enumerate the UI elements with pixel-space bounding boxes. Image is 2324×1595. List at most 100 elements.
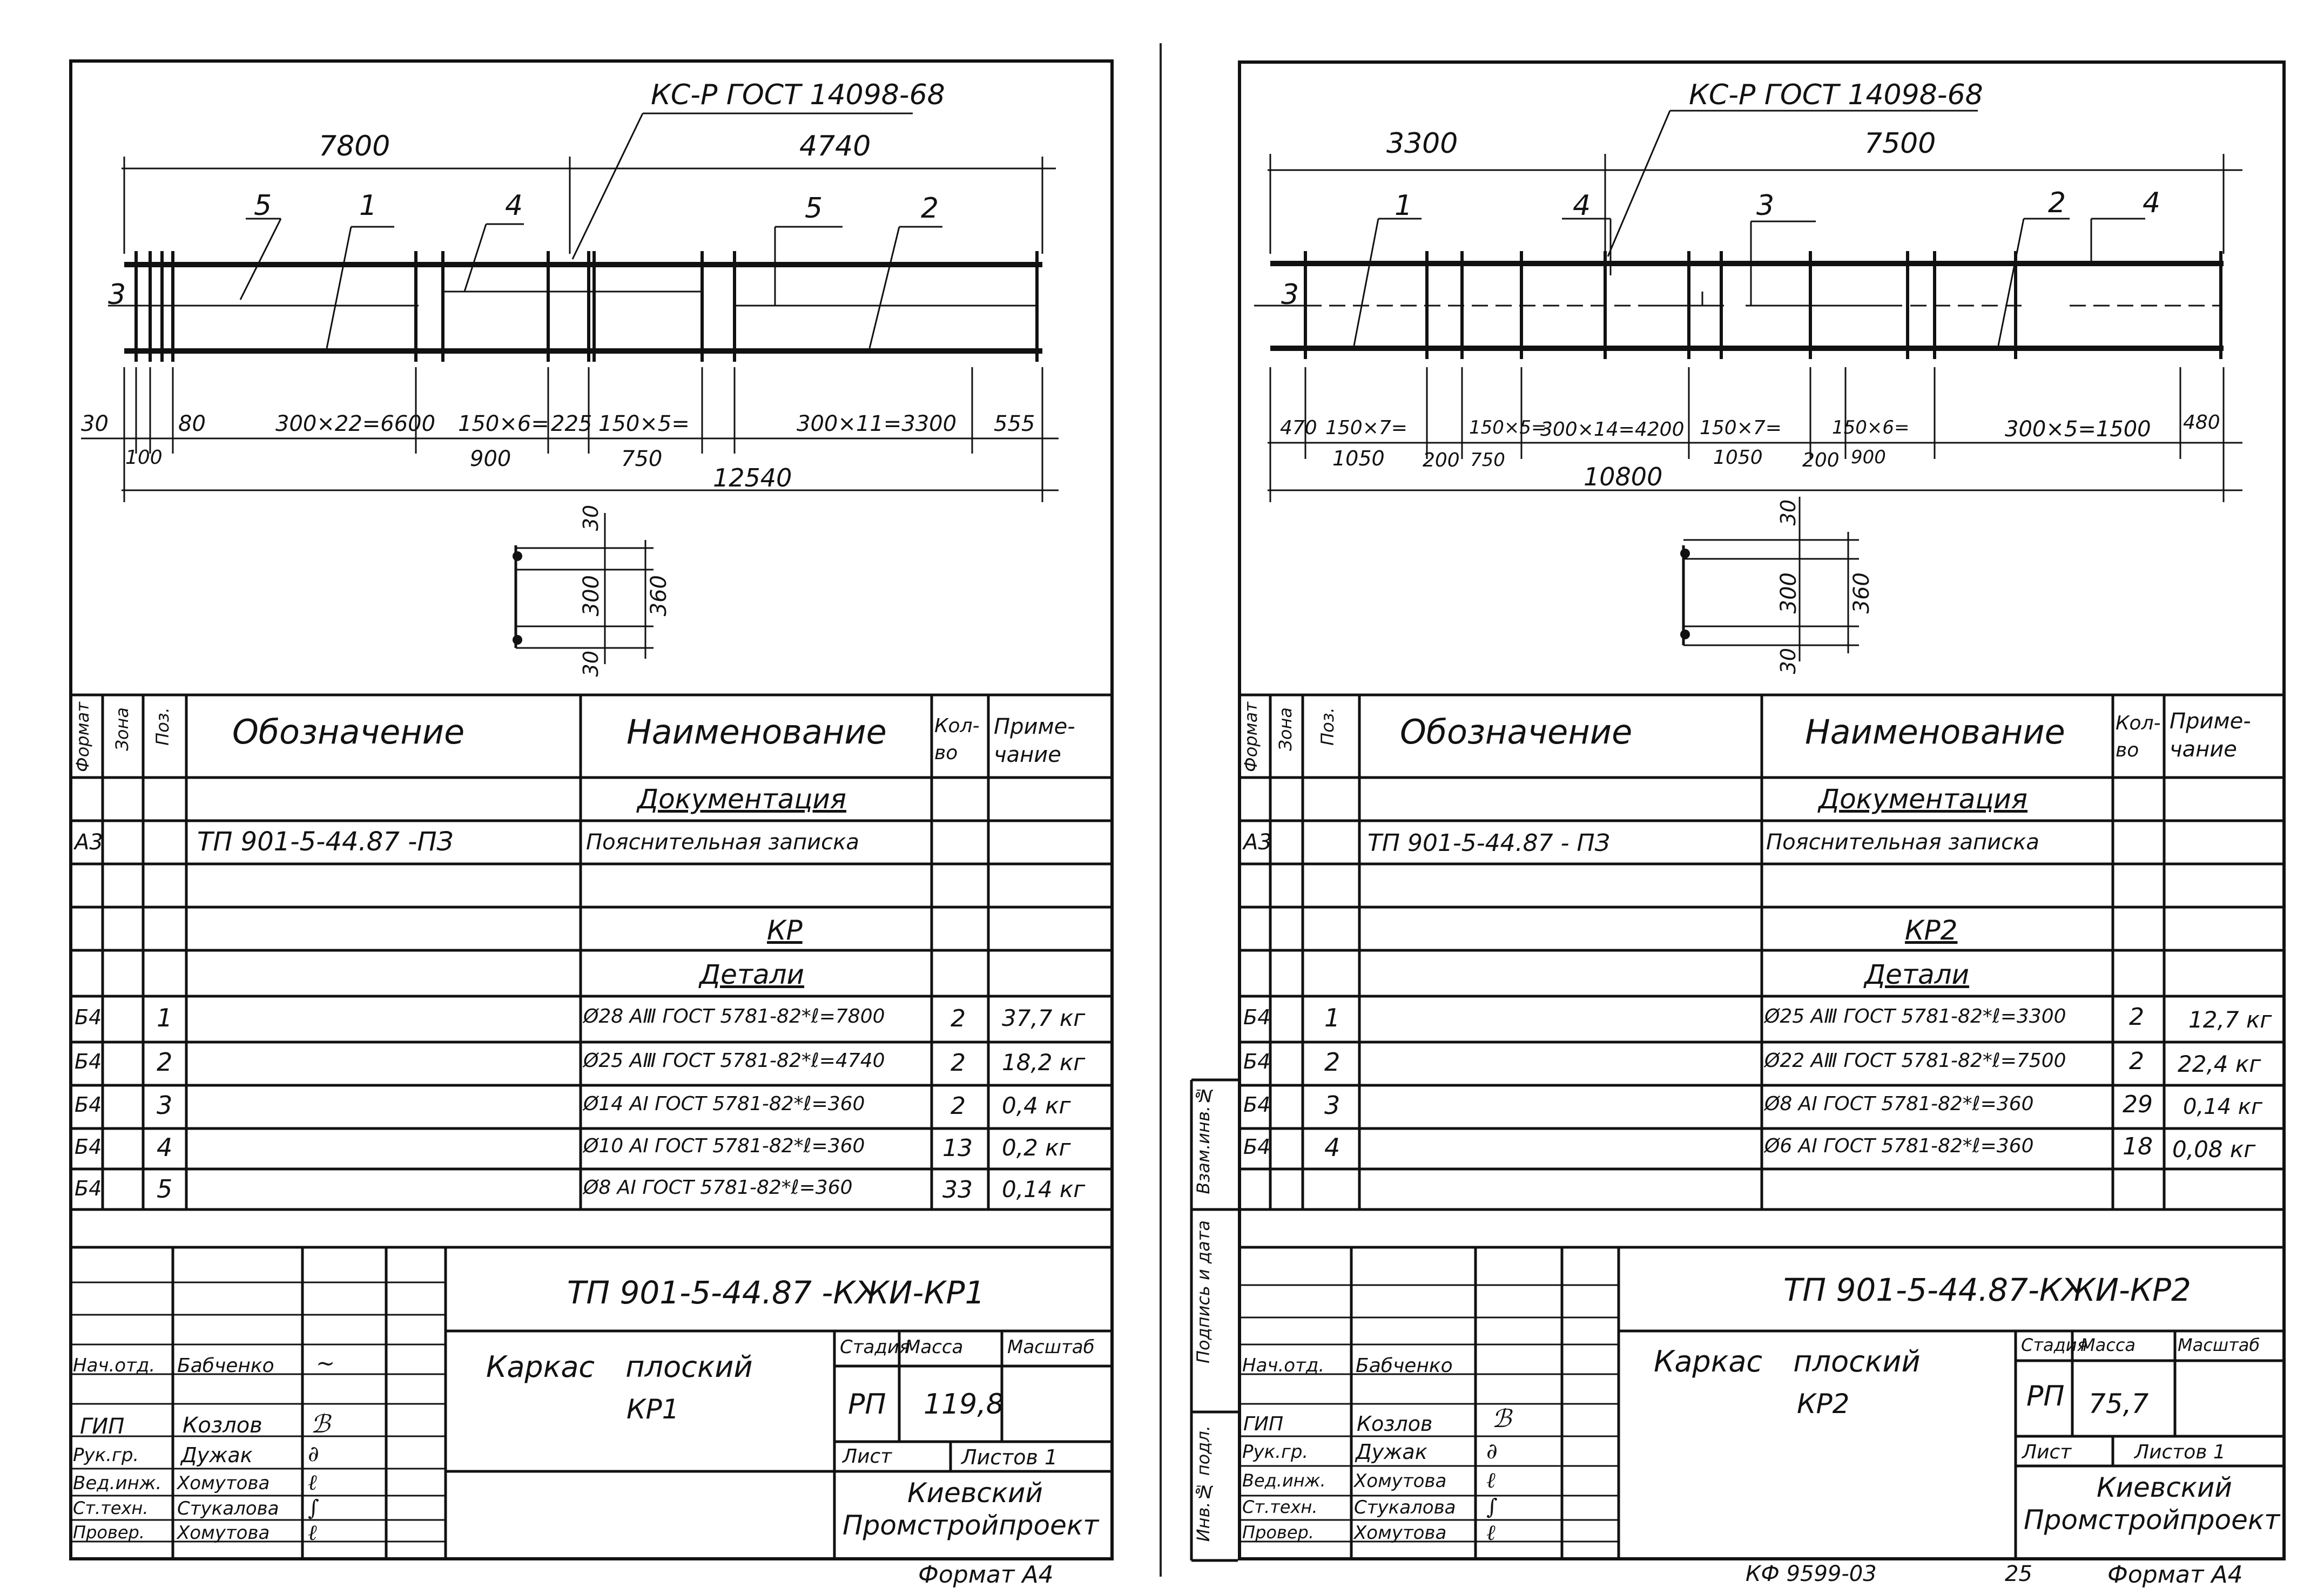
titleblock-org-2: Промстройпроект	[2024, 1504, 2280, 1536]
left-section-dim: 300	[579, 575, 604, 617]
left-pos-label: 3	[108, 279, 126, 311]
row-name: Ø22 АⅢ ГОСТ 5781-82*ℓ=7500	[1764, 1050, 2066, 1072]
titleblock-org-2: Промстройпроект	[843, 1510, 1099, 1541]
table-header-designation: Обозначение	[1400, 712, 1633, 752]
row-pos: 4	[1324, 1133, 1340, 1162]
right-dim-bottom: 150×5=	[1469, 417, 1547, 438]
row-format: Б4	[75, 1050, 102, 1073]
table-header-format: Формат	[72, 702, 93, 772]
signature-mark: ℓ	[308, 1470, 317, 1495]
titleblock-sheets-label: Листов 1	[961, 1445, 1058, 1469]
titleblock-sheets-label: Листов 1	[2134, 1441, 2226, 1463]
staff-role: ГИП	[80, 1414, 125, 1439]
left-dim-bottom: 80	[178, 411, 206, 436]
table-header-pos: Поз.	[152, 707, 173, 746]
titleblock-title-2: КР2	[1797, 1388, 1850, 1420]
right-dim-bottom: 900	[1851, 447, 1886, 468]
table-header-name: Наименование	[1805, 712, 2065, 752]
sheet-separator	[1160, 43, 1162, 1577]
doc-row-name: Пояснительная записка	[1766, 830, 2039, 855]
right-dim-bottom: 200	[1423, 449, 1460, 471]
signature-mark: ∫	[308, 1496, 319, 1520]
right-pos-label: 4	[2143, 187, 2161, 219]
row-pos: 5	[157, 1174, 173, 1204]
doc-row-format: А3	[1243, 830, 1272, 855]
section-heading-documentation: Документация	[637, 783, 846, 815]
row-note: 0,4 кг	[1002, 1092, 1071, 1119]
left-dim-bottom: 750	[621, 447, 663, 471]
right-pos-label: 3	[1281, 279, 1299, 311]
format-note: Формат А4	[2107, 1561, 2243, 1589]
row-format: Б4	[75, 1135, 102, 1159]
titleblock-sheet-label: Лист	[843, 1445, 892, 1468]
right-dim-bottom: 480	[2183, 411, 2220, 434]
left-dim-total: 12540	[713, 463, 792, 492]
row-qty: 2	[2129, 1047, 2144, 1075]
staff-role: Вед.инж.	[73, 1472, 162, 1494]
signature-mark: ℓ	[308, 1520, 317, 1545]
staff-name: Дужак	[181, 1443, 253, 1467]
row-format: Б4	[1243, 1050, 1271, 1073]
staff-name: Козлов	[183, 1413, 262, 1438]
right-frame	[1238, 60, 2286, 1560]
row-format: Б4	[1243, 1135, 1271, 1159]
doc-row-format: А3	[75, 830, 103, 855]
right-section-dim: 30	[1776, 499, 1800, 526]
table-header-zone: Зона	[112, 707, 132, 751]
table-header-note: Приме-чание	[2170, 709, 2251, 762]
footer-page: 25	[2005, 1562, 2032, 1586]
right-drawing-lines	[1190, 110, 2286, 1562]
titleblock-title: Каркас плоский	[486, 1350, 753, 1384]
right-dim-bottom: 150×6=	[1832, 417, 1910, 438]
left-pos-label: 2	[921, 192, 939, 225]
titleblock-org-1: Киевский	[2097, 1472, 2232, 1503]
signature-mark: ℬ	[1492, 1404, 1512, 1433]
table-header-note: Приме-чание	[994, 714, 1075, 767]
right-section-dim: 300	[1776, 572, 1801, 614]
signature-mark: ~	[316, 1350, 335, 1376]
titleblock-mass-label: Масса	[2080, 1335, 2136, 1355]
left-dim-bottom: 900	[470, 447, 511, 471]
footer-code: КФ 9599-03	[1746, 1562, 1877, 1586]
right-dim-bottom: 150×7=	[1700, 417, 1782, 439]
staff-role: Нач.отд.	[1242, 1355, 1325, 1376]
side-label: Инв.№ подл.	[1193, 1425, 1214, 1542]
left-pos-label: 5	[254, 190, 272, 222]
left-dim-bottom: 30	[81, 411, 109, 436]
staff-name: Хомутова	[1354, 1470, 1447, 1492]
right-dim-bottom: 150×7=	[1325, 417, 1407, 439]
right-dim-bottom: 1050	[1713, 447, 1763, 469]
row-pos: 4	[157, 1133, 173, 1162]
right-callout-label: КС-Р ГОСТ 14098-68	[1689, 79, 1983, 111]
table-header-pos: Поз.	[1317, 707, 1338, 746]
left-dim-bottom: 100	[125, 447, 163, 469]
section-heading-documentation: Документация	[1818, 783, 2027, 815]
titleblock-title-2: КР1	[627, 1394, 679, 1425]
signature-mark: ∫	[1486, 1495, 1498, 1519]
row-qty: 2	[951, 1092, 966, 1120]
staff-role: Вед.инж.	[1242, 1470, 1326, 1491]
left-pos-label: 5	[805, 192, 823, 225]
right-dim-bottom: 750	[1470, 449, 1505, 471]
staff-name: Хомутова	[177, 1472, 270, 1494]
row-note: 12,7 кг	[2188, 1006, 2272, 1033]
row-qty: 29	[2123, 1091, 2153, 1118]
titleblock-stage-label: Стадия	[840, 1336, 911, 1358]
table-header-qty: Кол-во	[934, 715, 980, 765]
row-name: Ø8 АⅠ ГОСТ 5781-82*ℓ=360	[1764, 1093, 2034, 1115]
left-dim-bottom: 555	[994, 411, 1035, 436]
right-dim-bottom: 300×5=1500	[2005, 417, 2151, 442]
table-header-format: Формат	[1241, 702, 1261, 772]
row-pos: 3	[157, 1091, 173, 1120]
titleblock-code: ТП 901-5-44.87 -КЖИ-КР1	[567, 1274, 985, 1311]
doc-row-designation: ТП 901-5-44.87 -ПЗ	[197, 827, 454, 857]
side-label: Подпись и дата	[1193, 1220, 1214, 1364]
row-qty: 2	[2129, 1003, 2144, 1031]
row-format: Б4	[75, 1093, 102, 1117]
row-qty: 33	[942, 1176, 973, 1204]
staff-name: Бабченко	[1356, 1355, 1453, 1377]
staff-role: Ст.техн.	[1242, 1497, 1318, 1517]
left-frame	[69, 59, 1114, 1560]
staff-name: Хомутова	[177, 1522, 270, 1544]
row-name: Ø6 АⅠ ГОСТ 5781-82*ℓ=360	[1764, 1135, 2034, 1157]
